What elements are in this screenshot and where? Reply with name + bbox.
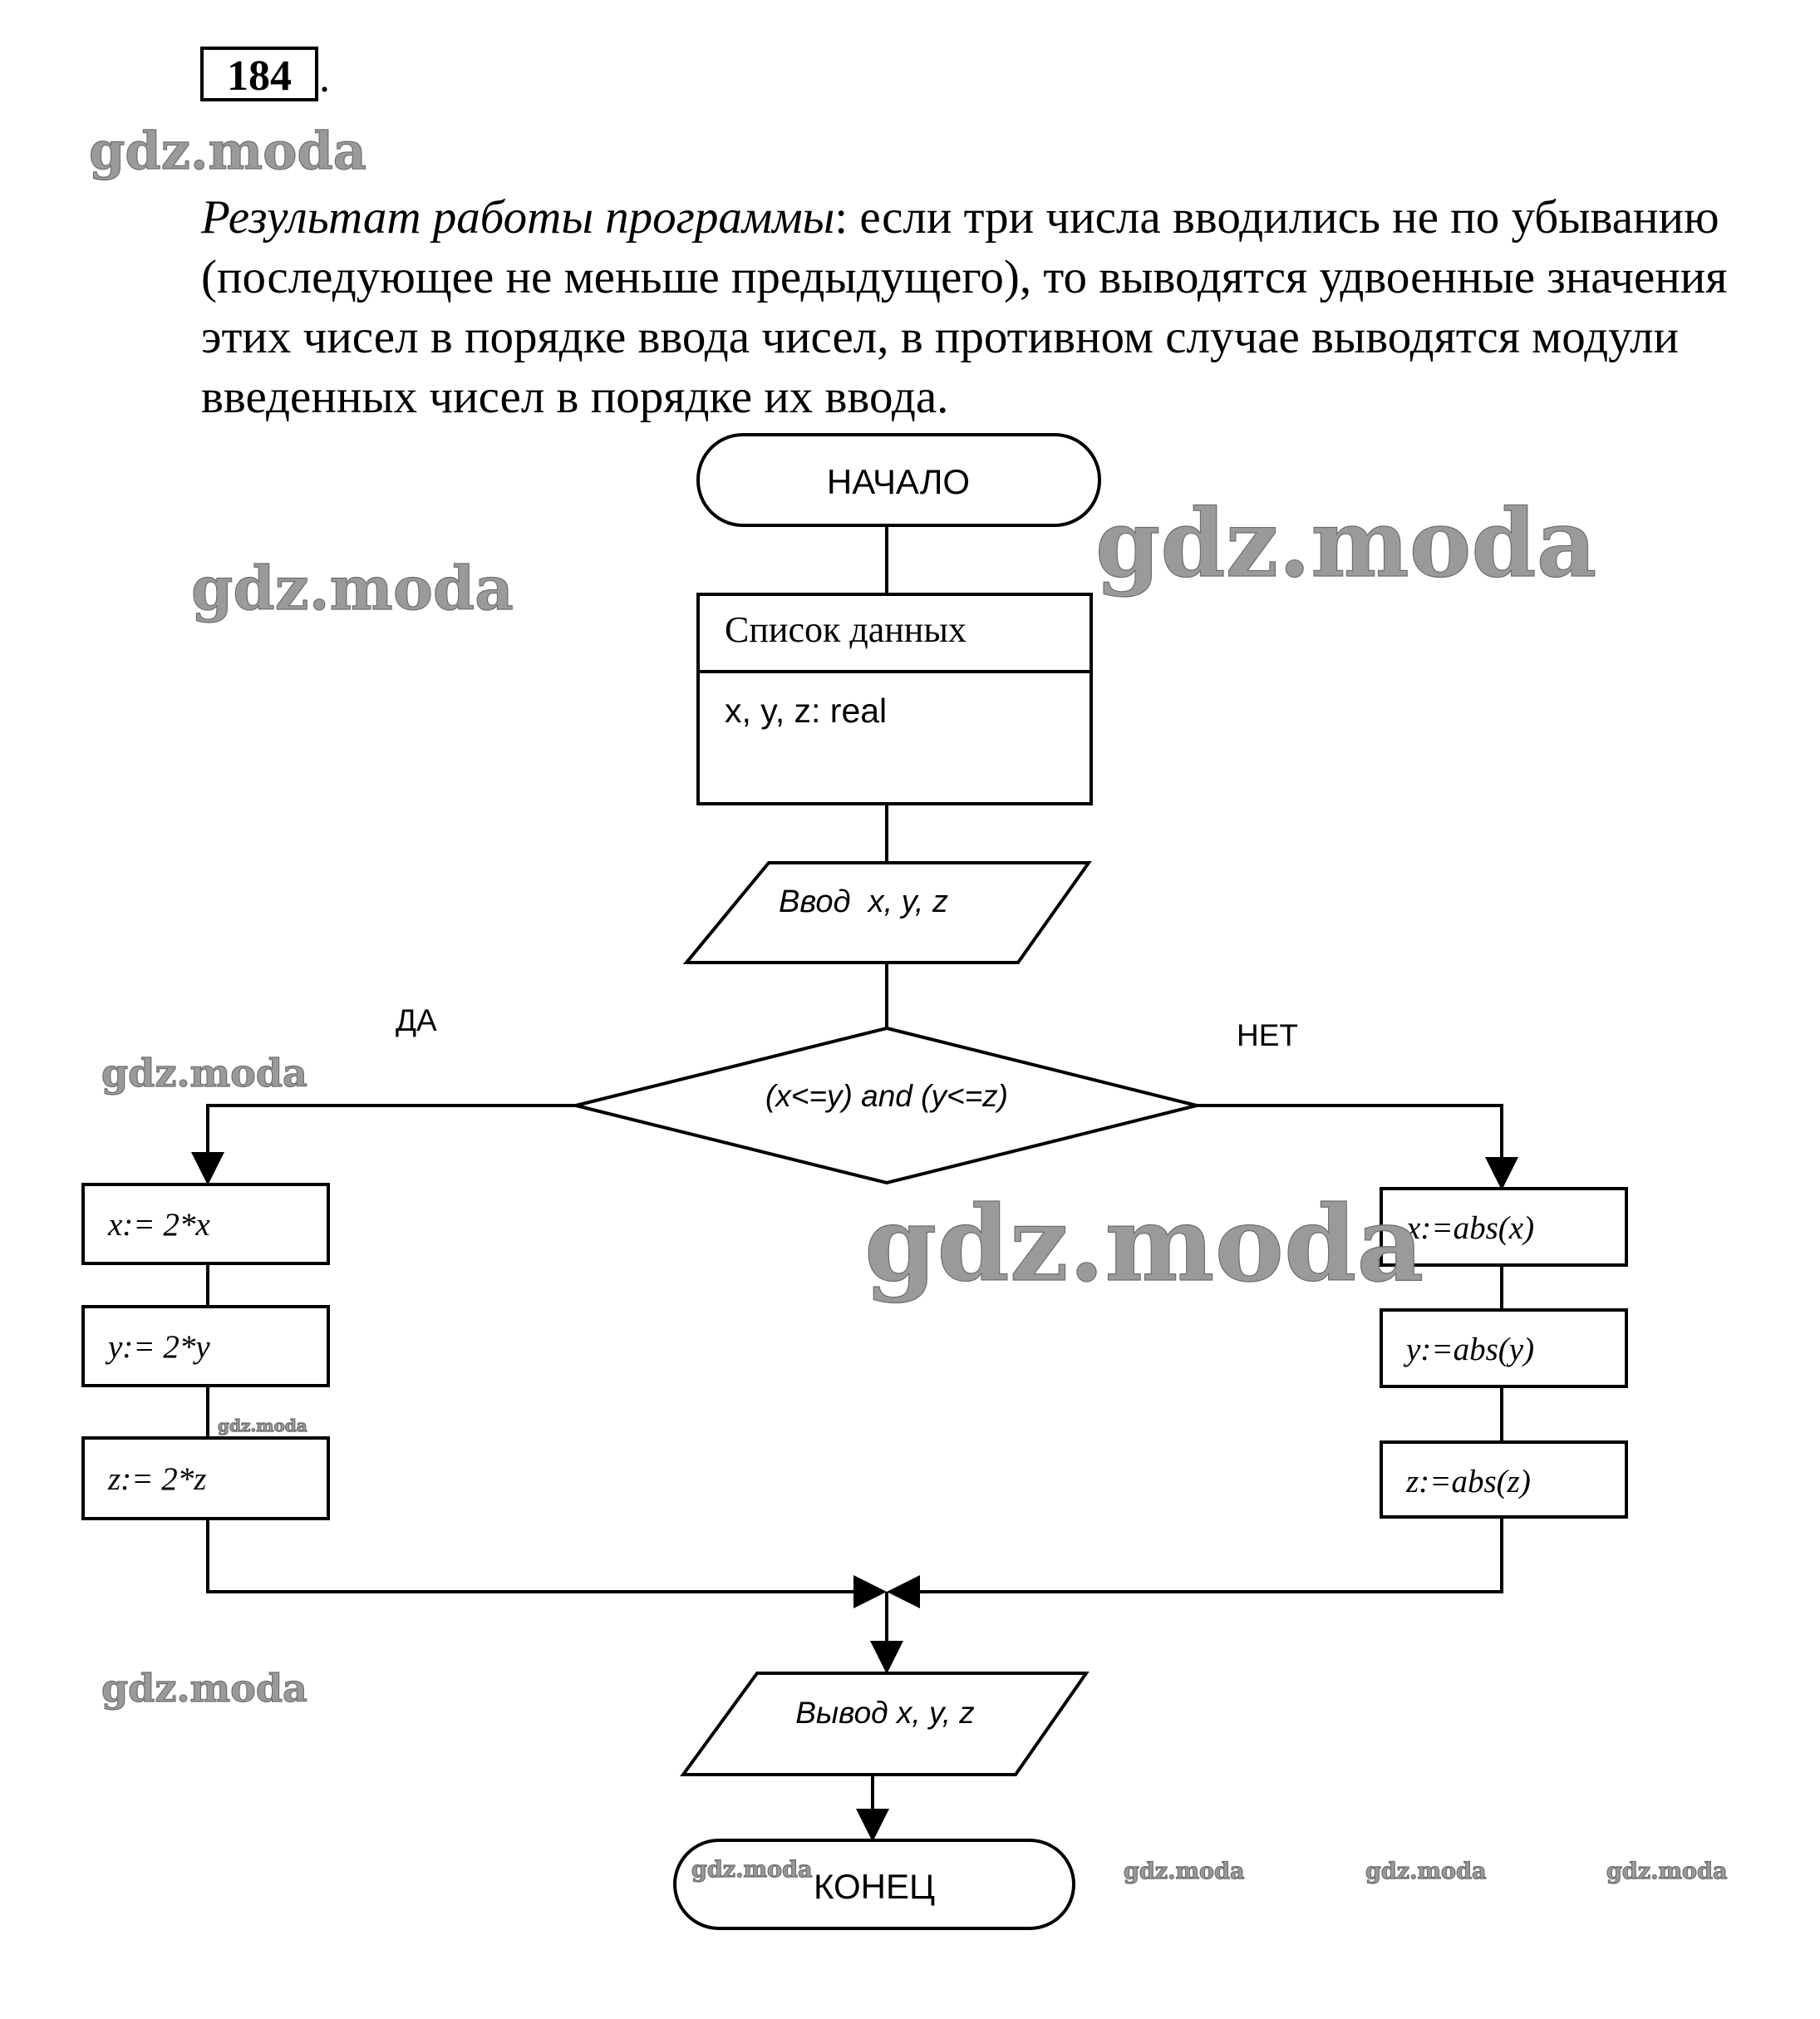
problem-number-suffix: .	[319, 54, 330, 101]
intro-line-1-rest: : если три числа вводились не по убывани…	[834, 191, 1719, 244]
yes-step-3: z:= 2*z	[107, 1461, 206, 1497]
data-list-block	[696, 593, 1093, 805]
output-label: Вывод x, y, z	[795, 1696, 975, 1730]
input-label: Ввод x, y, z	[779, 884, 948, 919]
intro-italic: Результат работы программы	[200, 191, 834, 244]
merge-right-arrow	[887, 1517, 1503, 1608]
yes-step-3-box	[81, 1436, 330, 1520]
watermark: gdz.moda	[218, 1416, 307, 1435]
end-terminator	[673, 1839, 1075, 1930]
yes-step-1-box	[81, 1183, 330, 1265]
yes-step-2: y:= 2*y	[105, 1329, 210, 1365]
no-step-1: x:=abs(x)	[1405, 1210, 1534, 1246]
no-step-1-box	[1380, 1187, 1628, 1267]
watermark: gdz.moda	[89, 121, 366, 181]
intro-line-3: этих чисел в порядке ввода чисел, в прот…	[201, 311, 1679, 363]
intro-line-4: введенных чисел в порядке их ввода.	[201, 371, 948, 423]
condition-label: (x<=y) and (y<=z)	[765, 1079, 1008, 1113]
data-list-body: x, y, z: real	[725, 692, 887, 730]
watermark: gdz.moda	[864, 1184, 1424, 1305]
no-step-3-box	[1380, 1440, 1628, 1519]
start-terminator	[696, 433, 1101, 527]
intro-line-2: (последующее не меньше предыдущего), то …	[201, 251, 1727, 303]
watermark: gdz.moda	[1124, 1859, 1244, 1884]
no-branch-arrow	[1197, 1104, 1518, 1190]
watermark: gdz.moda	[1365, 1859, 1486, 1884]
watermark: gdz.moda	[1095, 490, 1596, 598]
watermark: gdz.moda	[101, 1666, 307, 1711]
no-label: НЕТ	[1237, 1018, 1298, 1052]
output-parallelogram	[680, 1672, 1090, 1776]
no-step-2: y:=abs(y)	[1403, 1332, 1534, 1367]
yes-step-1: x:= 2*x	[107, 1207, 210, 1243]
end-label: КОНЕЦ	[814, 1867, 935, 1906]
watermark: gdz.moda	[191, 553, 514, 623]
intro-line-1: Результат работы программы: если три чис…	[200, 191, 1719, 244]
yes-step-2-box	[81, 1305, 330, 1387]
watermark: gdz.moda	[101, 1051, 307, 1096]
watermark: gdz.moda	[691, 1857, 812, 1883]
start-label: НАЧАЛО	[827, 462, 970, 501]
problem-number: 184	[227, 52, 292, 100]
no-step-3: z:=abs(z)	[1405, 1464, 1531, 1499]
merge-left-arrow	[206, 1519, 887, 1608]
data-list-title: Список данных	[725, 609, 967, 650]
no-step-2-box	[1380, 1308, 1628, 1388]
yes-branch-arrow	[191, 1104, 576, 1185]
watermark: gdz.moda	[1606, 1859, 1727, 1884]
yes-label: ДА	[396, 1003, 437, 1037]
input-parallelogram	[682, 861, 1092, 964]
condition-diamond	[575, 1026, 1198, 1185]
problem-number-box	[200, 47, 318, 101]
